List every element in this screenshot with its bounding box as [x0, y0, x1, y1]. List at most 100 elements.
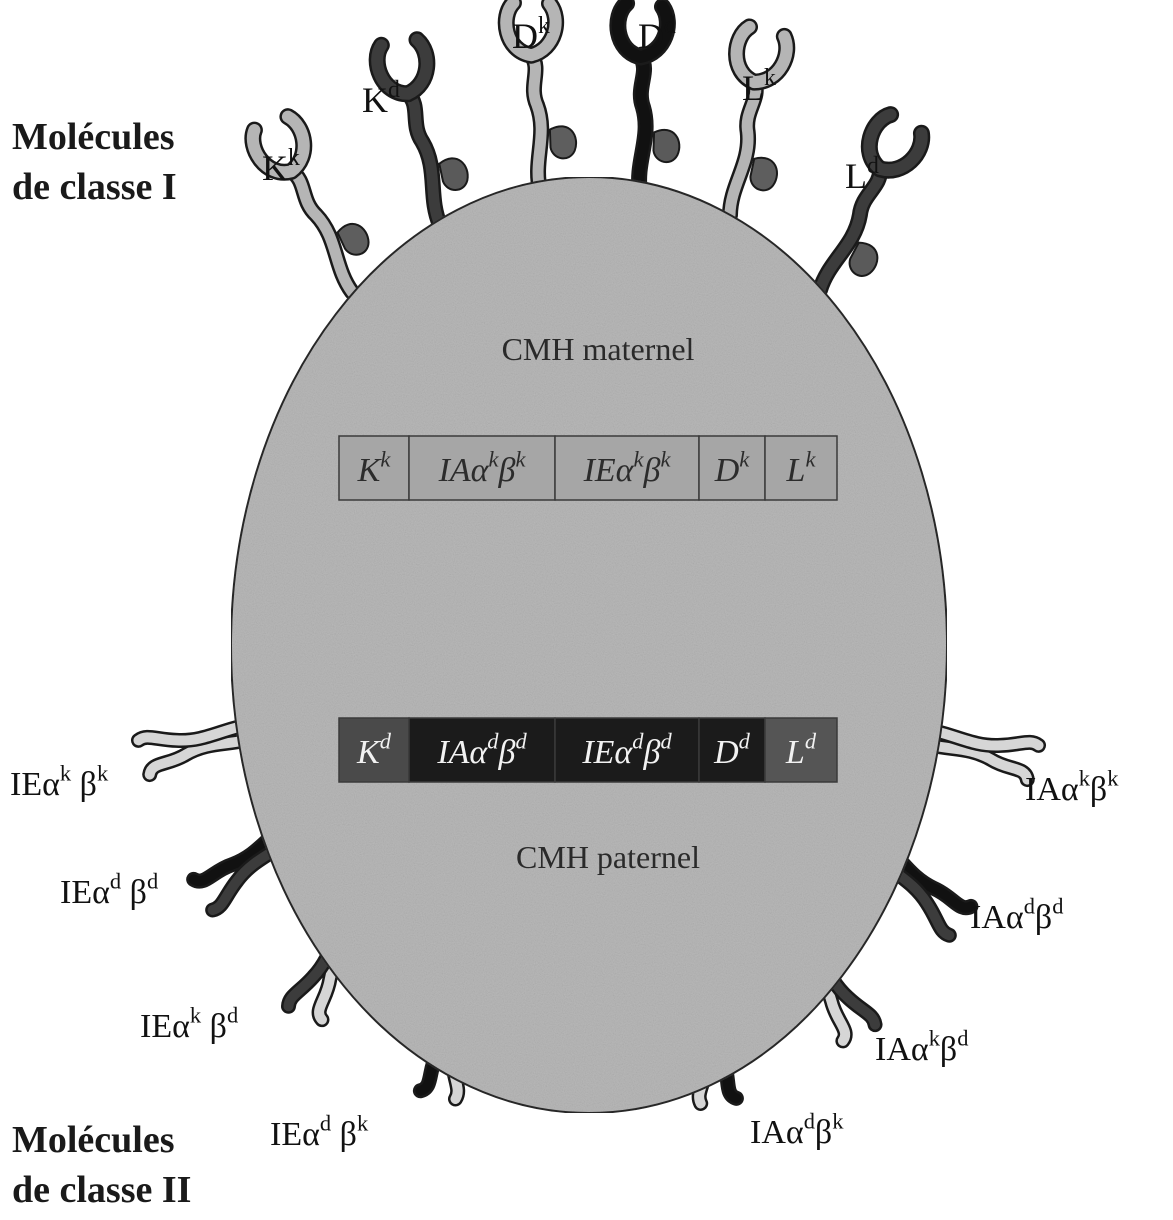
- paternal-gene-label-0-base: K: [356, 734, 382, 771]
- class2-label-2-base2: β: [201, 1008, 227, 1045]
- class2-label-7: IAαdβk: [750, 1109, 844, 1151]
- cell-body: [231, 177, 947, 1113]
- class2-label-2-sup2: d: [227, 1003, 238, 1028]
- class2-label-4-base: IAα: [1025, 771, 1079, 808]
- maternal-gene-0: Kk: [339, 436, 409, 500]
- class2-label-3-base2: β: [331, 1116, 357, 1153]
- paternal-gene-label-1-base2: β: [498, 734, 516, 771]
- maternal-gene-label-1-base: IAα: [438, 452, 490, 489]
- paternal-gene-label-1-sup2: d: [515, 729, 527, 754]
- class1-label-4-base: L: [742, 68, 764, 108]
- class2-label-6: IAαkβd: [875, 1026, 968, 1068]
- class2-label-2-sup: k: [190, 1003, 202, 1028]
- class1-label-3-sup: d: [664, 13, 676, 39]
- class2-label-1-sup2: d: [147, 869, 158, 894]
- class2-label-7-sup: d: [804, 1109, 815, 1134]
- class2-label-2-base: IEα: [140, 1008, 190, 1045]
- maternal-gene-4: Lk: [765, 436, 837, 500]
- class1-label-4-sup: k: [764, 65, 776, 91]
- maternal-gene-label-4-sup: k: [805, 447, 816, 472]
- paternal-gene-1: IAαdβd: [409, 718, 555, 782]
- class1-label-3-base: D: [638, 16, 664, 56]
- paternal-gene-label-1-base: IAα: [436, 734, 488, 771]
- class2-label-7-base: IAα: [750, 1114, 804, 1151]
- maternal-gene-label-1-base2: β: [498, 452, 516, 489]
- class2-label-4: IAαkβk: [1025, 766, 1119, 808]
- maternal-gene-1: IAαkβk: [409, 436, 555, 500]
- class1-molecule-k-k: [247, 106, 386, 304]
- maternal-gene-label-3-base: D: [714, 452, 740, 489]
- class2-label-0: IEαk βk: [10, 761, 109, 803]
- class2-label-0-sup: k: [60, 761, 72, 786]
- class1-label-1-sup: d: [388, 77, 400, 103]
- class2-label-1: IEαd βd: [60, 869, 158, 911]
- class2-label-4-sup: k: [1079, 766, 1091, 791]
- class2-label-6-base: IAα: [875, 1031, 929, 1068]
- class1-molecule-l-d: [795, 111, 941, 308]
- class2-label-2: IEαk βd: [140, 1003, 238, 1045]
- class2-label-4-base2: β: [1090, 771, 1107, 808]
- maternal-gene-label-1-sup2: k: [515, 447, 526, 472]
- class2-label-7-base2: β: [815, 1114, 832, 1151]
- paternal-gene-label-2: IEαdβd: [581, 729, 672, 771]
- class1-label-5-sup: d: [867, 153, 879, 179]
- paternal-gene-label-2-sup: d: [632, 729, 644, 754]
- class1-label-4: Lk: [742, 65, 776, 108]
- class2-label-5-sup2: d: [1052, 894, 1063, 919]
- maternal-gene-label-2: IEαkβk: [583, 447, 672, 489]
- paternal-gene-label-1-sup: d: [487, 729, 499, 754]
- class1-label-0-sup: k: [288, 145, 300, 171]
- class2-label-6-base2: β: [940, 1031, 957, 1068]
- class2-label-1-base: IEα: [60, 874, 110, 911]
- maternal-gene-label-2-base: IEα: [583, 452, 635, 489]
- class2-label-6-sup: k: [929, 1026, 941, 1051]
- class1-label-2-sup: k: [538, 13, 550, 39]
- maternal-gene-label-0-sup: k: [380, 447, 391, 472]
- paternal-gene-label-1: IAαdβd: [436, 729, 527, 771]
- maternal-mhc-label: CMH maternel: [502, 331, 695, 367]
- paternal-mhc-label: CMH paternel: [516, 839, 700, 875]
- maternal-gene-3: Dk: [699, 436, 765, 500]
- paternal-gene-2: IEαdβd: [555, 718, 699, 782]
- maternal-gene-label-1: IAαkβk: [438, 447, 527, 489]
- class1-label-5-base: L: [845, 156, 867, 196]
- class2-label-1-base2: β: [121, 874, 147, 911]
- paternal-gene-0: Kd: [339, 718, 409, 782]
- class2-label-5: IAαdβd: [970, 894, 1063, 936]
- maternal-gene-label-2-base2: β: [643, 452, 661, 489]
- class1-label-1: Kd: [362, 77, 400, 120]
- class1-molecule-k-d: [374, 33, 477, 231]
- paternal-gene-label-2-base: IEα: [581, 734, 633, 771]
- class2-label-3-sup: d: [320, 1111, 331, 1136]
- paternal-gene-label-4-base: L: [785, 734, 805, 771]
- maternal-gene-label-3-sup: k: [739, 447, 750, 472]
- class2-label-3-base: IEα: [270, 1116, 320, 1153]
- paternal-gene-3: Dd: [699, 718, 765, 782]
- class1-molecule-l-k: [703, 25, 806, 223]
- paternal-gene-label-3-sup: d: [739, 729, 751, 754]
- class1-label-2-base: D: [512, 16, 538, 56]
- maternal-gene-label-0-base: K: [357, 452, 383, 489]
- class2-label-0-sup2: k: [97, 761, 109, 786]
- maternal-gene-label-4-base: L: [786, 452, 806, 489]
- class2-label-7-sup2: k: [832, 1109, 844, 1134]
- paternal-gene-label-2-base2: β: [643, 734, 661, 771]
- paternal-gene-label-0-sup: d: [380, 729, 392, 754]
- paternal-gene-label-3-base: D: [713, 734, 739, 771]
- class1-label-0-base: K: [262, 148, 288, 188]
- class2-label-5-base: IAα: [970, 899, 1024, 936]
- class2-label-6-sup2: d: [957, 1026, 968, 1051]
- class1-label-3: Dd: [638, 13, 676, 56]
- class2-label-3-sup2: k: [357, 1111, 369, 1136]
- paternal-gene-4: Ld: [765, 718, 837, 782]
- class2-label-0-base: IEα: [10, 766, 60, 803]
- paternal-gene-label-2-sup2: d: [660, 729, 672, 754]
- class2-label-3: IEαd βk: [270, 1111, 369, 1153]
- paternal-gene-label-4-sup: d: [805, 729, 817, 754]
- class2-label-0-base2: β: [71, 766, 97, 803]
- class2-label-5-sup: d: [1024, 894, 1035, 919]
- class2-label-1-sup: d: [110, 869, 121, 894]
- maternal-gene-label-2-sup2: k: [660, 447, 671, 472]
